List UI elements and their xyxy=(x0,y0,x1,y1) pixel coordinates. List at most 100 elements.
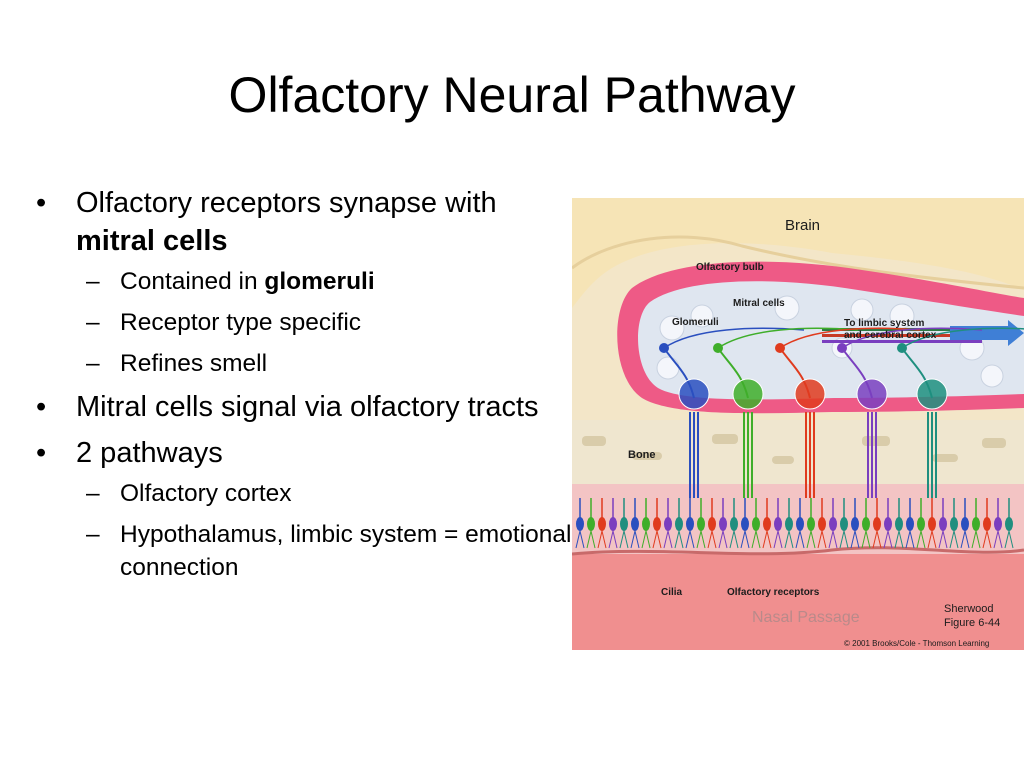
label-copyright: © 2001 Brooks/Cole - Thomson Learning xyxy=(844,639,989,648)
nasal-passage xyxy=(572,554,1024,650)
sub-bullet-item: –Contained in glomeruli xyxy=(36,265,576,298)
cilia xyxy=(685,530,695,549)
bullet-dot-icon: • xyxy=(36,187,47,219)
glomerulus xyxy=(795,379,825,409)
receptor-cell xyxy=(587,517,595,531)
label-bone: Bone xyxy=(628,449,656,461)
glomerulus-outline xyxy=(732,378,764,410)
receptor-cell xyxy=(620,517,628,531)
receptor-cell xyxy=(598,517,606,531)
receptor-cell xyxy=(983,517,991,531)
cilia xyxy=(795,530,805,549)
cilia xyxy=(784,530,794,549)
glomerulus-outline xyxy=(678,378,710,410)
arrow-to-limbic-icon xyxy=(950,320,1024,346)
receptor-cell xyxy=(895,517,903,531)
bullet-group-1: •Olfactory receptors synapse with mitral… xyxy=(36,184,576,380)
brain-region xyxy=(572,198,1024,308)
receptor-cell xyxy=(653,517,661,531)
receptor-cell xyxy=(873,517,881,531)
cilia xyxy=(971,530,981,549)
label-limbic-2: and cerebral cortex xyxy=(844,330,937,341)
cilia xyxy=(927,530,937,549)
brain-fold xyxy=(572,235,1024,290)
label-olfactory-bulb: Olfactory bulb xyxy=(696,262,764,273)
cilia xyxy=(718,530,728,549)
bullet-group-2: •Mitral cells signal via olfactory tract… xyxy=(36,388,576,426)
receptor-cell xyxy=(631,517,639,531)
glomerulus xyxy=(917,379,947,409)
glomerulus-outline xyxy=(856,378,888,410)
cilia xyxy=(861,530,871,549)
dash-icon: – xyxy=(86,268,100,295)
mucus-line xyxy=(572,546,1024,556)
receptor-cell xyxy=(697,517,705,531)
cilia xyxy=(773,530,783,549)
figure-illustration: Brain Olfactory bulb Mitral cells Glomer… xyxy=(572,198,1024,650)
cilia xyxy=(872,530,882,549)
bullet-dot-icon: • xyxy=(36,391,47,423)
tract-line-red xyxy=(822,334,982,337)
cilia xyxy=(751,530,761,549)
bullet-item: •Olfactory receptors synapse with mitral… xyxy=(36,184,576,260)
cilia xyxy=(597,530,607,549)
cilia xyxy=(630,530,640,549)
cilia xyxy=(762,530,772,549)
receptor-cell xyxy=(785,517,793,531)
receptor-cell xyxy=(851,517,859,531)
cilia xyxy=(817,530,827,549)
mitral-axon xyxy=(779,327,921,349)
receptor-cell xyxy=(752,517,760,531)
receptor-cell xyxy=(917,517,925,531)
receptor-cell xyxy=(818,517,826,531)
cilia xyxy=(806,530,816,549)
dash-icon: – xyxy=(86,309,100,336)
mitral-axon xyxy=(901,327,1024,349)
receptor-cell xyxy=(972,517,980,531)
cilia xyxy=(916,530,926,549)
olfactory-pathway-figure: Brain Olfactory bulb Mitral cells Glomer… xyxy=(572,198,1024,650)
receptor-cell xyxy=(950,517,958,531)
mitral-axon xyxy=(717,327,859,349)
bullet-item: •2 pathways xyxy=(36,434,576,472)
receptor-cell xyxy=(774,517,782,531)
cilia xyxy=(982,530,992,549)
cilia xyxy=(663,530,673,549)
label-nasal-passage: Nasal Passage xyxy=(752,609,860,626)
cilia xyxy=(608,530,618,549)
cilia xyxy=(586,530,596,549)
receptor-cell xyxy=(928,517,936,531)
receptor-cell xyxy=(664,517,672,531)
tract-line-purple xyxy=(822,340,982,343)
bullet-group-3: •2 pathways –Olfactory cortex –Hypothala… xyxy=(36,434,576,584)
receptor-cell xyxy=(994,517,1002,531)
bullet-item: •Mitral cells signal via olfactory tract… xyxy=(36,388,576,426)
label-cilia: Cilia xyxy=(661,587,683,598)
receptor-cell xyxy=(675,517,683,531)
receptor-cell xyxy=(708,517,716,531)
label-glomeruli: Glomeruli xyxy=(672,317,719,328)
glomerulus-outline xyxy=(916,378,948,410)
bullet-dot-icon: • xyxy=(36,437,47,469)
receptor-cell xyxy=(796,517,804,531)
label-olfactory-receptors: Olfactory receptors xyxy=(727,587,820,598)
sub-bullet-item: –Receptor type specific xyxy=(36,306,576,339)
cilia xyxy=(696,530,706,549)
neuron-layer xyxy=(575,327,1024,549)
receptor-cell xyxy=(686,517,694,531)
cilia xyxy=(674,530,684,549)
cilia xyxy=(993,530,1003,549)
receptor-cell xyxy=(1005,517,1013,531)
receptor-cell xyxy=(840,517,848,531)
cilia xyxy=(1004,530,1014,549)
cilia xyxy=(949,530,959,549)
cilia xyxy=(652,530,662,549)
cilia xyxy=(707,530,717,549)
label-credit-1: Sherwood xyxy=(944,603,994,615)
cilia xyxy=(641,530,651,549)
cilia xyxy=(938,530,948,549)
cilia xyxy=(839,530,849,549)
sub-bullet-item: –Olfactory cortex xyxy=(36,477,576,510)
receptor-cell xyxy=(829,517,837,531)
cilia xyxy=(729,530,739,549)
